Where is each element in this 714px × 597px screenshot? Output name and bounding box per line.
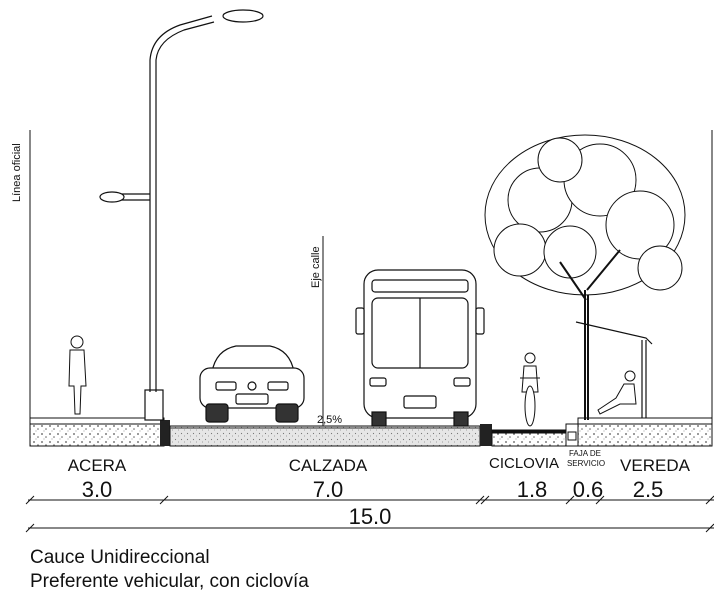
acera-ground: [29, 417, 165, 447]
seated-person-figure: [597, 370, 637, 415]
section-name-acera: ACERA: [68, 456, 127, 475]
section-width-calzada: 7.0: [313, 477, 344, 502]
section-dimension-line: [25, 495, 714, 505]
section-width-faja: 0.6: [573, 477, 604, 502]
street-light: [99, 9, 264, 421]
ciclovia-ground: [491, 429, 567, 447]
total-dimension-line: [25, 523, 714, 533]
tree-figure: [484, 134, 686, 420]
section-name-vereda: VEREDA: [620, 456, 691, 475]
section-name-faja-line1: FAJA DE: [569, 449, 601, 458]
bus-shelter-figure: [575, 321, 653, 418]
bus-figure: [355, 269, 485, 427]
vereda-ground: [577, 417, 713, 447]
calzada-ground: [169, 425, 481, 447]
section-name-ciclovia: CICLOVIA: [489, 455, 559, 472]
section-name-faja-line2: SERVICIO: [567, 459, 605, 468]
curb-left: [160, 420, 170, 446]
eje-calle-label: Eje calle: [310, 246, 322, 288]
section-name-calzada: CALZADA: [289, 456, 368, 475]
caption-line-1: Cauce Unidireccional: [30, 547, 210, 568]
linea-oficial-label: Línea oficial: [11, 143, 23, 202]
pedestrian-figure: [68, 335, 87, 415]
faja-de-servicio-ground: [565, 423, 579, 447]
slope-label: 2,5%: [317, 414, 342, 426]
cyclist-figure: [520, 352, 540, 427]
section-width-acera: 3.0: [82, 477, 113, 502]
section-width-vereda: 2.5: [633, 477, 664, 502]
car-figure: [199, 345, 305, 423]
caption-line-2: Preferente vehicular, con ciclovía: [30, 571, 309, 592]
curb-right: [480, 424, 492, 446]
total-width: 15.0: [349, 504, 392, 529]
section-width-ciclovia: 1.8: [517, 477, 548, 502]
